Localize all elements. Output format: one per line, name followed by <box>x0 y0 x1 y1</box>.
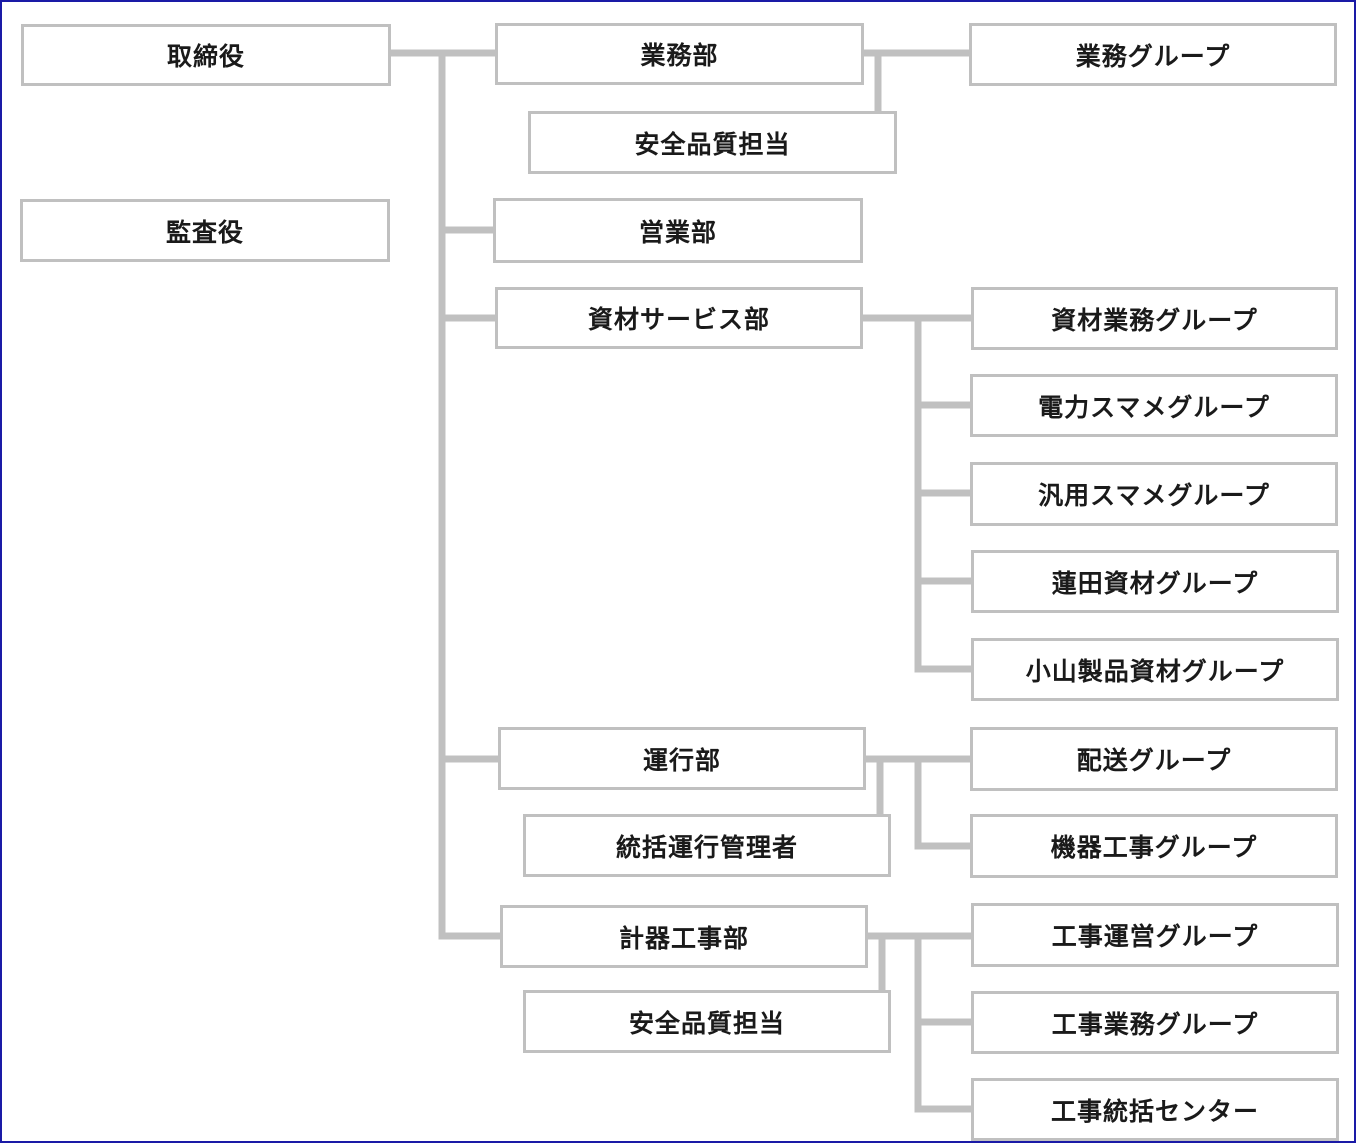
group-gyomu: 業務グループ <box>969 23 1337 86</box>
group-koji-tokatsu-center: 工事統括センター <box>971 1078 1339 1141</box>
staff-keiki-safety: 安全品質担当 <box>523 990 891 1053</box>
group-koji-gyomu: 工事業務グループ <box>971 991 1339 1054</box>
group-kiki-koji: 機器工事グループ <box>970 814 1338 878</box>
group-hasuda-shizai: 蓮田資材グループ <box>971 550 1339 613</box>
group-shizai-gyomu: 資材業務グループ <box>971 287 1338 350</box>
group-hanyo-smartmeter: 汎用スマメグループ <box>970 462 1338 526</box>
group-koji-unei: 工事運営グループ <box>971 903 1339 967</box>
staff-gyomu-safety: 安全品質担当 <box>528 111 897 174</box>
dept-keiki: 計器工事部 <box>500 905 868 968</box>
dept-shizai: 資材サービス部 <box>495 287 863 349</box>
dept-unko: 運行部 <box>498 727 866 790</box>
group-haiso: 配送グループ <box>970 727 1338 791</box>
staff-unko-manager: 統括運行管理者 <box>523 814 891 877</box>
group-oyama-seihin-shizai: 小山製品資材グループ <box>971 638 1339 701</box>
directors-box: 取締役 <box>21 24 391 86</box>
group-denryoku-smartmeter: 電力スマメグループ <box>970 374 1338 437</box>
dept-gyomu: 業務部 <box>495 23 864 85</box>
auditor-box: 監査役 <box>20 199 390 262</box>
dept-eigyo: 営業部 <box>493 198 863 263</box>
